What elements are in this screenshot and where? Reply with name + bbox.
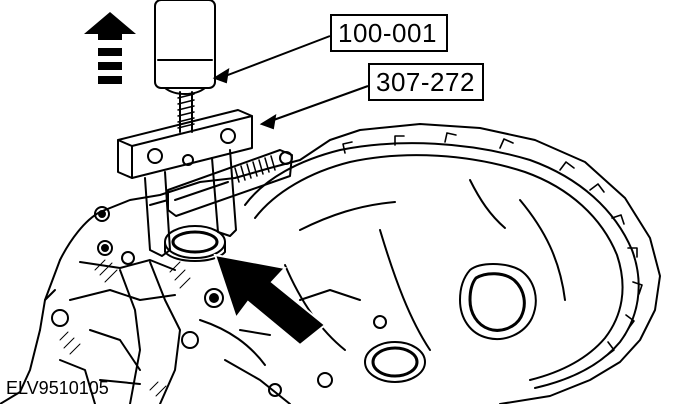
bolt-boss-6 bbox=[181, 331, 199, 349]
bolt-boss-8 bbox=[317, 372, 333, 388]
slide-hammer-tip bbox=[164, 87, 206, 95]
transmission-housing-outline bbox=[59, 123, 661, 405]
lower-bore-inner bbox=[371, 346, 419, 378]
arrow-up-with-dashes-icon bbox=[84, 12, 136, 84]
cavity-rib-1 bbox=[299, 201, 396, 231]
oval-port-inner bbox=[468, 272, 526, 332]
oval-port-outer bbox=[459, 263, 537, 340]
tool-callout-307-272: 307-272 bbox=[368, 63, 484, 101]
slide-hammer-body bbox=[154, 0, 216, 89]
crossbar-bolt-right bbox=[220, 128, 236, 144]
spring-pivot bbox=[279, 151, 293, 165]
lower-bore-outer bbox=[364, 341, 426, 383]
callout-leaders bbox=[212, 35, 369, 130]
tool-callout-100-001: 100-001 bbox=[330, 14, 448, 52]
figure-id-label: ELV9510105 bbox=[6, 378, 109, 398]
puller-spring bbox=[234, 155, 276, 183]
flange-teeth bbox=[342, 132, 643, 357]
bolt-boss-9 bbox=[373, 315, 387, 329]
bolt-boss-2 bbox=[97, 240, 113, 256]
puller-crossbar bbox=[117, 109, 253, 179]
bolt-boss-4 bbox=[204, 288, 224, 308]
puller-spring-housing bbox=[167, 149, 293, 217]
bolt-boss-7 bbox=[51, 309, 69, 327]
oil-seal-inner bbox=[171, 230, 219, 254]
bell-housing-flange bbox=[244, 142, 640, 389]
crossbar-bolt-mid bbox=[182, 154, 194, 166]
crossbar-bolt-left bbox=[147, 148, 163, 164]
puller-leg-left bbox=[144, 171, 171, 257]
bolt-boss-1 bbox=[94, 206, 110, 222]
arrow-pointer-icon bbox=[213, 253, 327, 347]
hatch-shading bbox=[59, 259, 191, 397]
bolt-boss-3 bbox=[121, 251, 135, 265]
puller-leg-right bbox=[211, 149, 237, 237]
bolt-boss-10 bbox=[268, 383, 282, 397]
